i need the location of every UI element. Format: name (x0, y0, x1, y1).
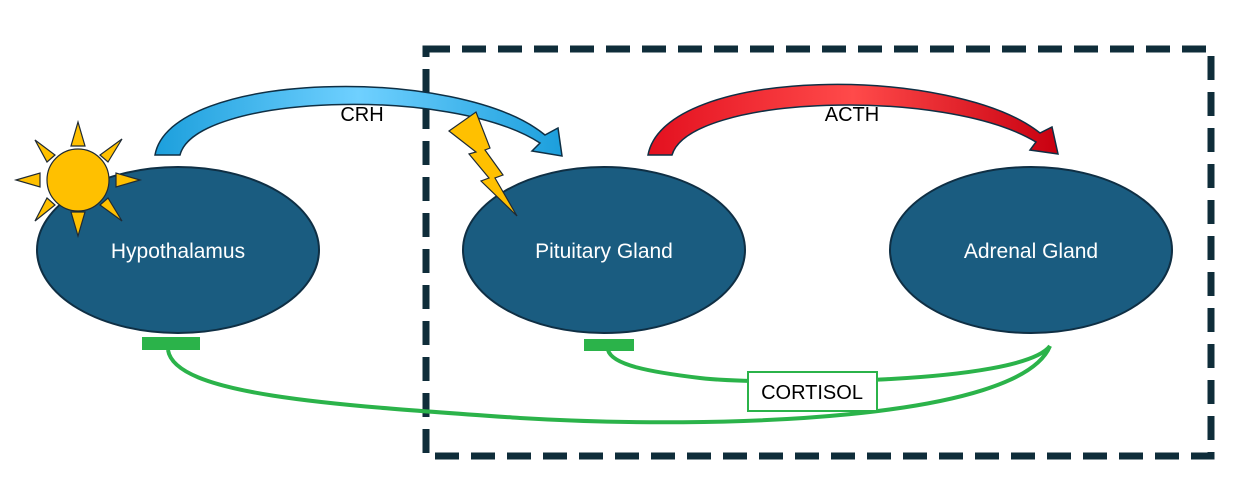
pituitary-label: Pituitary Gland (535, 240, 673, 263)
crh-label: CRH (340, 104, 383, 126)
cortisol-label-box (747, 371, 878, 412)
cortisol-label: CORTISOL (761, 382, 863, 404)
inhibition-bar-hypothalamus (142, 337, 200, 350)
dashed-boundary-box (422, 45, 1215, 460)
hypothalamus-label: Hypothalamus (111, 240, 245, 263)
acth-label: ACTH (825, 104, 879, 126)
sun-icon (13, 119, 143, 239)
lightning-icon (447, 111, 518, 217)
pituitary-node (462, 166, 746, 334)
inhibition-bar-pituitary (584, 339, 634, 351)
cortisol-feedback-line-long (166, 345, 1052, 425)
crh-arrow (154, 85, 563, 157)
adrenal-label: Adrenal Gland (964, 240, 1098, 263)
adrenal-node (889, 166, 1173, 334)
acth-arrow (647, 83, 1059, 156)
